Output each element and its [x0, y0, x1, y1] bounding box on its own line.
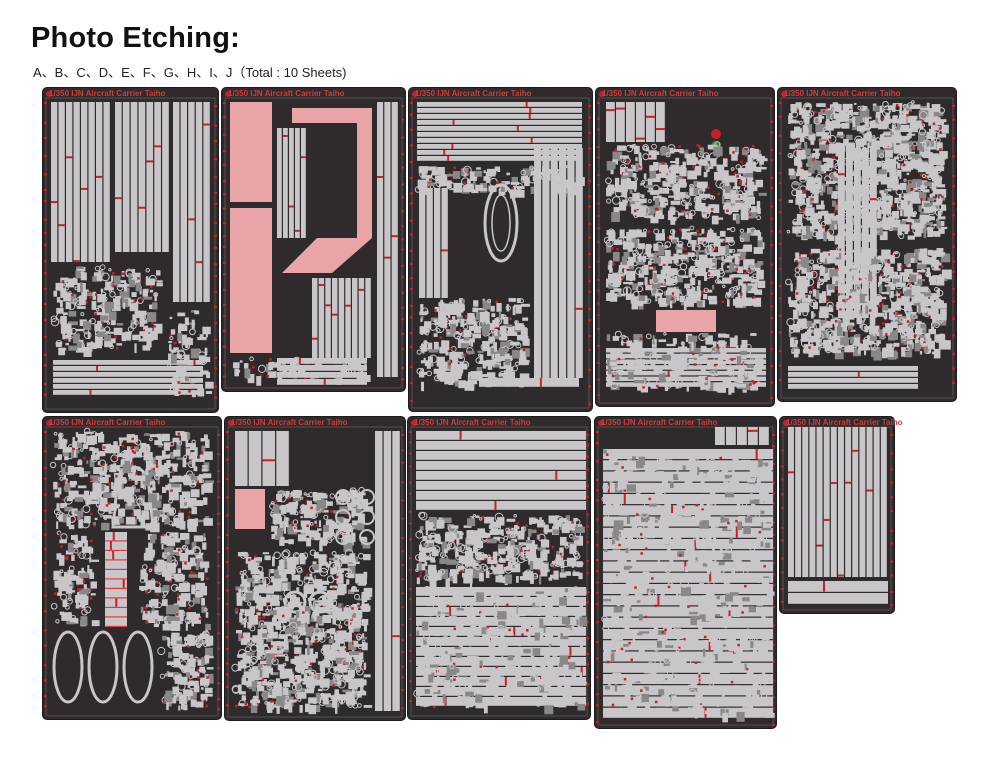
sheet-c-parts — [410, 91, 591, 409]
etching-sheet-d: 1/350 IJN Aircraft Carrier Taiho — [596, 88, 774, 406]
sheet-j-label: 1/350 IJN Aircraft Carrier Taiho — [786, 418, 903, 427]
sheet-f-label: 1/350 IJN Aircraft Carrier Taiho — [49, 418, 166, 427]
etching-sheet-f: 1/350 IJN Aircraft Carrier Taiho — [43, 417, 221, 719]
etching-sheet-b: 1/350 IJN Aircraft Carrier Taiho — [222, 88, 405, 391]
sheet-b-parts — [223, 91, 404, 389]
sheet-g-parts — [226, 420, 404, 718]
page-title: Photo Etching: — [31, 22, 240, 54]
etching-sheet-j: 1/350 IJN Aircraft Carrier Taiho — [780, 417, 903, 613]
etching-sheet-e: 1/350 IJN Aircraft Carrier Taiho — [778, 88, 956, 401]
sheet-c-label: 1/350 IJN Aircraft Carrier Taiho — [415, 89, 532, 98]
sheet-b-label: 1/350 IJN Aircraft Carrier Taiho — [228, 89, 345, 98]
sheet-i-label: 1/350 IJN Aircraft Carrier Taiho — [601, 418, 718, 427]
sheet-i-parts — [596, 420, 775, 727]
sheet-a-label: 1/350 IJN Aircraft Carrier Taiho — [49, 89, 166, 98]
sheet-a-parts — [44, 91, 217, 410]
sheet-g-label: 1/350 IJN Aircraft Carrier Taiho — [231, 418, 348, 427]
sheet-d-parts — [597, 91, 773, 404]
sheet-d-label: 1/350 IJN Aircraft Carrier Taiho — [602, 89, 719, 98]
etching-sheet-c: 1/350 IJN Aircraft Carrier Taiho — [409, 88, 592, 411]
etching-sheet-h: 1/350 IJN Aircraft Carrier Taiho — [408, 417, 590, 719]
sheet-e-parts — [779, 91, 955, 399]
etching-sheet-a: 1/350 IJN Aircraft Carrier Taiho — [43, 88, 218, 412]
sheet-h-label: 1/350 IJN Aircraft Carrier Taiho — [414, 418, 531, 427]
sheet-j-parts — [781, 420, 893, 611]
etching-sheet-g: 1/350 IJN Aircraft Carrier Taiho — [225, 417, 405, 720]
etching-sheet-i: 1/350 IJN Aircraft Carrier Taiho — [595, 417, 776, 728]
sheet-f-parts — [44, 420, 220, 717]
sheet-list-subtitle: A、B、C、D、E、F、G、H、I、J（Total : 10 Sheets) — [33, 65, 347, 80]
sheet-h-parts — [409, 420, 589, 717]
sheet-e-label: 1/350 IJN Aircraft Carrier Taiho — [784, 89, 901, 98]
